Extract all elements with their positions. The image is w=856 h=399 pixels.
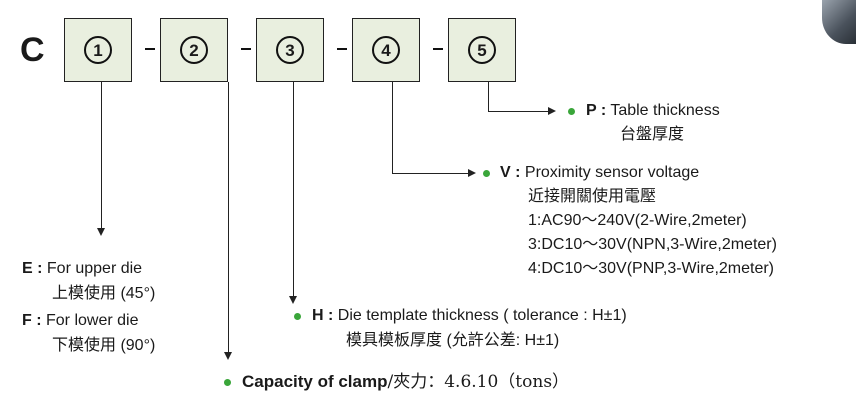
capacity-key: Capacity of clamp [242, 372, 388, 391]
leader-line-1 [101, 82, 102, 228]
code-box-1: 1 [64, 18, 132, 82]
leader-line-5-horizontal [488, 111, 548, 112]
v-chinese: 近接開關使用電壓 [528, 188, 657, 205]
leader-line-5 [488, 82, 489, 112]
v-english: Proximity sensor voltage [524, 164, 700, 181]
capacity-label: Capacity of clamp/夾力：4.6.10（tons） [242, 371, 569, 393]
p-chinese: 台盤厚度 [620, 126, 685, 143]
separator-dash-3 [337, 48, 347, 50]
capacity-values: /夾力：4.6.10（tons） [387, 372, 570, 392]
p-key: P : [586, 102, 607, 119]
separator-dash-2 [241, 48, 251, 50]
leader-line-2 [228, 82, 229, 352]
arrowhead-1 [97, 228, 105, 236]
bullet-h [294, 313, 301, 320]
e-label: E : For upper die [22, 258, 142, 280]
e-chinese: 上模使用 (45°) [52, 285, 156, 302]
code-box-2: 2 [160, 18, 228, 82]
code-box-4: 4 [352, 18, 420, 82]
f-key: F : [22, 312, 42, 329]
f-english: For lower die [46, 312, 139, 329]
separator-dash-4 [433, 48, 443, 50]
circled-number-3: 3 [276, 36, 304, 64]
v-key: V : [500, 164, 521, 181]
v-label: V : Proximity sensor voltage [500, 162, 699, 184]
v-option-1: 1:AC90～240V(2-Wire,2meter) [528, 212, 747, 229]
circled-number-2: 2 [180, 36, 208, 64]
corner-decoration [822, 0, 856, 44]
h-english: Die template thickness ( tolerance : H±1… [337, 307, 627, 324]
arrowhead-2 [224, 352, 232, 360]
circled-number-1: 1 [84, 36, 112, 64]
h-chinese: 模具模板厚度 (允許公差: H±1) [346, 332, 560, 349]
bullet-capacity [224, 379, 231, 386]
e-english: For upper die [46, 260, 143, 277]
e-key: E : [22, 260, 43, 277]
leader-line-3 [293, 82, 294, 296]
circled-number-4: 4 [372, 36, 400, 64]
bullet-p [568, 108, 575, 115]
bullet-v [483, 170, 490, 177]
h-key: H : [312, 307, 334, 324]
f-chinese: 下模使用 (90°) [52, 337, 156, 354]
arrowhead-4 [468, 169, 476, 177]
code-box-5: 5 [448, 18, 516, 82]
v-option-4: 4:DC10～30V(PNP,3-Wire,2meter) [528, 260, 775, 277]
f-label: F : For lower die [22, 310, 138, 332]
p-english: Table thickness [610, 102, 720, 119]
code-box-3: 3 [256, 18, 324, 82]
h-label: H : Die template thickness ( tolerance :… [312, 305, 627, 327]
arrowhead-3 [289, 296, 297, 304]
model-prefix: C [20, 31, 45, 69]
v-option-3: 3:DC10～30V(NPN,3-Wire,2meter) [528, 236, 777, 253]
separator-dash-1 [145, 48, 155, 50]
p-label: P : Table thickness [586, 100, 720, 122]
arrowhead-5 [548, 107, 556, 115]
circled-number-5: 5 [468, 36, 496, 64]
leader-line-4 [392, 82, 393, 174]
leader-line-4-horizontal [392, 173, 468, 174]
